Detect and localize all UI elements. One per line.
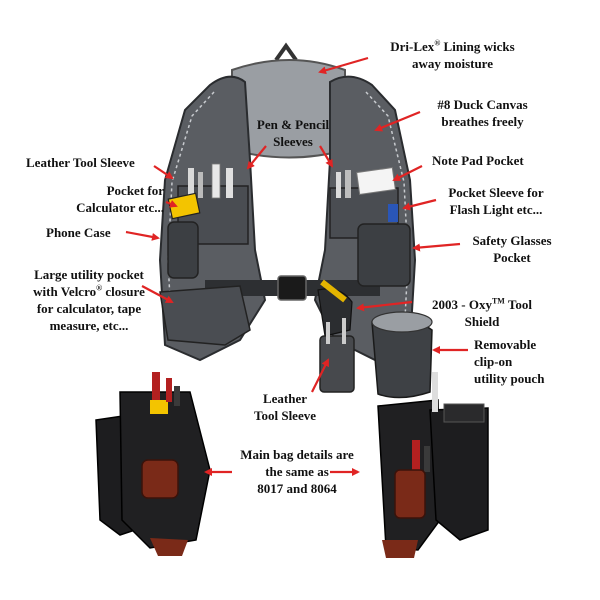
- note-pad: [356, 167, 396, 195]
- label-large-utility-pocket: Large utility pocket with Velcro® closur…: [33, 267, 145, 333]
- label-safety-glasses: Safety Glasses Pocket: [472, 233, 552, 265]
- belt-buckle: [277, 275, 307, 301]
- phone-case: [167, 221, 199, 279]
- calculator: [167, 192, 201, 220]
- hanger-hook: [274, 42, 298, 62]
- flashlight: [388, 204, 398, 222]
- label-pen-pencil: Pen & Pencil Sleeves: [256, 117, 330, 149]
- large-utility-pocket: [159, 285, 251, 346]
- right-tool-bag: [377, 372, 489, 558]
- safety-glasses-pocket: [357, 223, 411, 287]
- label-leather-tool-sleeve-top: Leather Tool Sleeve: [26, 155, 135, 170]
- label-duck-canvas: #8 Duck Canvas breathes freely: [437, 97, 528, 129]
- label-drilex: Dri-Lex® Lining wicks away moisture: [390, 38, 515, 71]
- label-calculator: Pocket for Calculator etc...: [76, 183, 164, 215]
- label-flash-light: Pocket Sleeve for Flash Light etc...: [448, 185, 544, 217]
- label-leather-tool-sleeve-bottom: Leather Tool Sleeve: [254, 391, 316, 423]
- left-tool-bag: [95, 372, 211, 556]
- label-note-pad: Note Pad Pocket: [432, 153, 524, 168]
- callout-arrows: [125, 56, 468, 476]
- label-phone-case: Phone Case: [46, 225, 111, 240]
- leather-tool-sleeve-center: [319, 335, 355, 393]
- label-removable-pouch: Removable clip-on utility pouch: [474, 337, 545, 386]
- label-main-bag: Main bag details are the same as 8017 an…: [240, 447, 354, 496]
- label-oxy-tool-shield: 2003 - OxyTM Tool Shield: [432, 296, 532, 329]
